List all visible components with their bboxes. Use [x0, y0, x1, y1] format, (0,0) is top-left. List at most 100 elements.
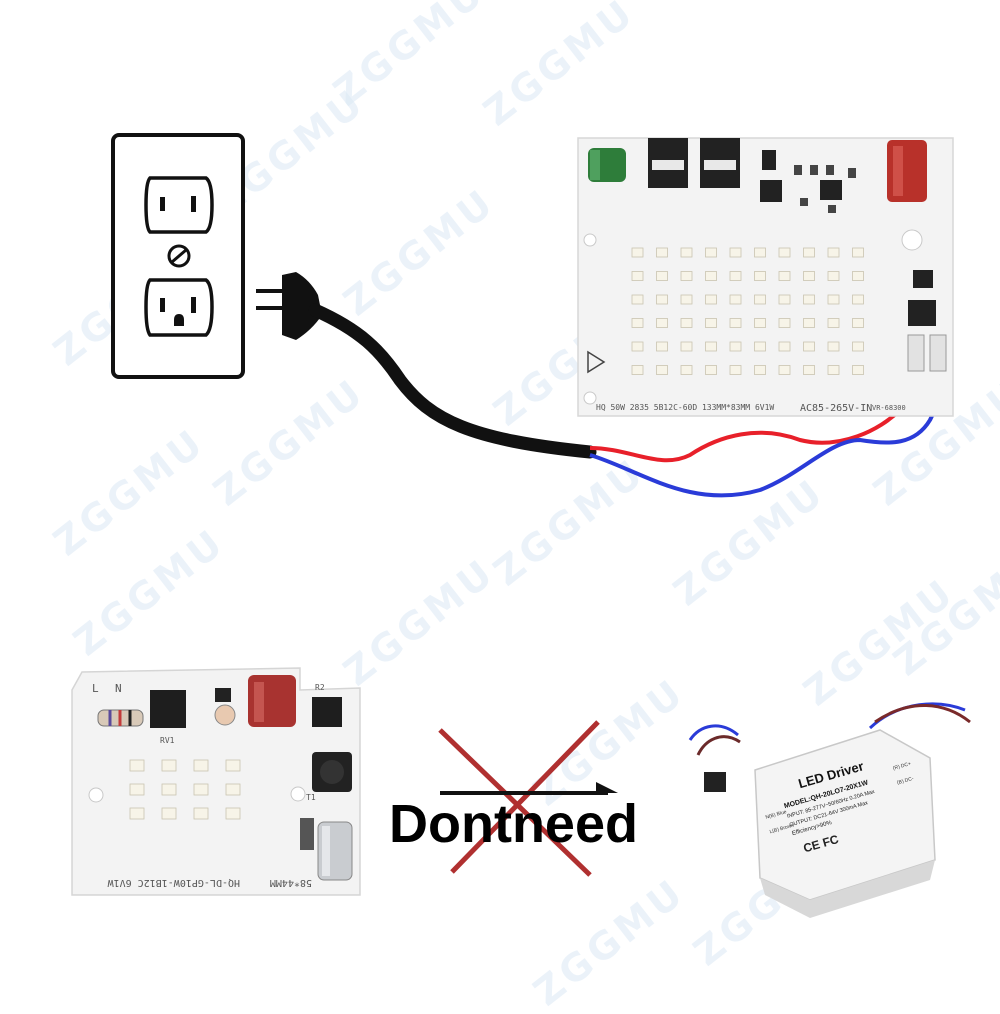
led-chip	[754, 271, 766, 281]
chip-icon	[762, 150, 776, 170]
led-chip	[729, 247, 742, 258]
led-driver: LED Driver MODEL:QH-20LO7-20X1W INPUT: 8…	[688, 702, 971, 918]
film-capacitor-icon	[248, 675, 296, 727]
fuse-icon	[907, 334, 947, 372]
led-chip	[129, 759, 145, 772]
led-chip	[827, 365, 840, 375]
led-chip	[225, 759, 241, 772]
connector-icon	[704, 772, 726, 792]
led-chip	[705, 247, 717, 258]
led-chip	[803, 247, 815, 258]
pcb-silkscreen-main: HQ 50W 2835 5B12C-60D 133MM*83MM 6V1W	[596, 403, 774, 412]
dontneed-mark: Dontneed	[389, 720, 638, 877]
chip-icon	[312, 697, 342, 727]
led-chip	[754, 365, 766, 375]
driver-side-left: N(B) Blue	[765, 809, 788, 821]
led-chip	[803, 341, 815, 352]
led-chip	[852, 341, 864, 352]
led-chip	[754, 318, 766, 328]
pcb-voltage-label: AC85-265V-IN	[800, 403, 872, 414]
dontneed-caption: Dontneed	[389, 794, 638, 854]
led-chip	[656, 318, 668, 328]
led-chip	[161, 783, 177, 796]
led-chip	[778, 341, 791, 352]
label-l: L	[92, 682, 99, 695]
led-chip	[778, 365, 791, 375]
led-chip	[729, 271, 742, 281]
led-chip	[656, 247, 668, 258]
film-capacitor-icon	[887, 140, 927, 202]
socket-top	[144, 176, 214, 234]
varistor-icon	[97, 709, 144, 727]
led-chip	[631, 271, 644, 281]
chip-icon	[215, 688, 231, 702]
power-plug	[256, 272, 322, 340]
label-rv1: RV1	[160, 736, 175, 745]
cross-line	[438, 728, 592, 877]
led-chip	[729, 365, 742, 375]
screw-icon	[167, 244, 191, 268]
led-chip	[193, 783, 209, 796]
led-chip	[852, 365, 864, 375]
led-chip	[729, 341, 742, 352]
led-chip	[680, 318, 693, 328]
socket-bottom	[144, 278, 214, 337]
led-chip	[754, 341, 766, 352]
led-board-small: N L R2 RV1 T1	[71, 667, 361, 896]
led-chip	[129, 783, 145, 796]
led-chip	[680, 247, 693, 258]
led-chip	[631, 247, 644, 258]
led-chip	[656, 294, 668, 305]
led-chip	[729, 294, 742, 305]
capacitor-icon	[588, 148, 626, 182]
led-chip	[631, 294, 644, 305]
led-chip	[705, 341, 717, 352]
led-chip	[729, 318, 742, 328]
led-chip	[680, 341, 693, 352]
led-chip	[705, 271, 717, 281]
led-chip	[778, 271, 791, 281]
arrow-icon	[596, 782, 618, 793]
led-chip	[827, 247, 840, 258]
label-r2: R2	[315, 683, 325, 692]
led-chip	[680, 365, 693, 375]
led-chip	[161, 807, 177, 820]
pcb-silkscreen-small: HQ-DL-GP10W-1B12C 6V1W	[107, 877, 240, 888]
capacitor-icon	[317, 821, 353, 881]
led-chip	[852, 294, 864, 305]
led-chip	[803, 365, 815, 375]
led-chip	[827, 294, 840, 305]
led-chip	[705, 365, 717, 375]
chip-icon	[820, 180, 842, 200]
led-chip	[852, 318, 864, 328]
led-chip	[631, 365, 644, 375]
led-chip	[754, 294, 766, 305]
chip-icon	[150, 690, 186, 728]
led-chip	[778, 294, 791, 305]
wire-blue	[589, 371, 940, 498]
label-n: N	[115, 682, 122, 695]
inductor-icon	[648, 138, 740, 188]
led-board-main: HQ 50W 2835 5B12C-60D 133MM*83MM 6V1W AC…	[577, 137, 954, 417]
led-chip	[778, 318, 791, 328]
led-chip	[852, 271, 864, 281]
led-chip	[827, 341, 840, 352]
power-cable	[308, 303, 597, 459]
led-array-small	[129, 759, 241, 820]
pcb-size-label: 58*44MM	[270, 877, 312, 888]
led-chip	[161, 759, 177, 772]
led-chip	[778, 247, 791, 258]
driver-side-right2: (B) DC-	[896, 776, 914, 787]
led-chip	[803, 271, 815, 281]
led-chip	[754, 247, 766, 258]
led-chip	[705, 294, 717, 305]
inductor-icon	[312, 752, 352, 792]
led-chip	[827, 271, 840, 281]
led-chip	[631, 341, 644, 352]
chip-icon	[760, 180, 782, 202]
led-chip	[852, 247, 864, 258]
led-chip	[193, 759, 209, 772]
label-t1: T1	[306, 793, 316, 802]
